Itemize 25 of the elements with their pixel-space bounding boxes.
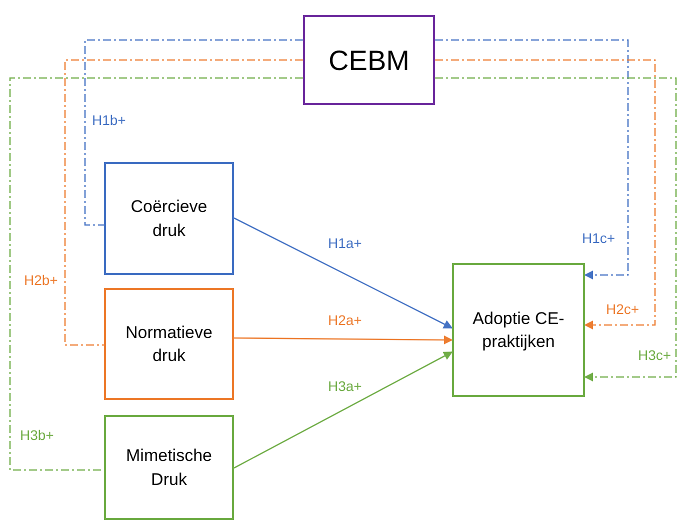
concept-box bbox=[303, 15, 435, 105]
connector-arrow bbox=[234, 335, 453, 344]
connector-arrow bbox=[435, 39, 629, 280]
edge-label: H2b+ bbox=[22, 273, 60, 287]
edge-label: H1b+ bbox=[90, 113, 128, 127]
connector-arrow bbox=[435, 59, 656, 330]
edge-label: H1c+ bbox=[580, 231, 618, 245]
edge-label: H2a+ bbox=[326, 313, 364, 327]
edge-label: H3b+ bbox=[18, 428, 56, 442]
box-label: Normatieve druk bbox=[124, 322, 214, 367]
connector-arrow bbox=[234, 351, 453, 469]
edge-label: H3c+ bbox=[636, 348, 674, 362]
concept-box bbox=[104, 162, 234, 275]
edge-label: H3a+ bbox=[326, 379, 364, 393]
edge-label: H1a+ bbox=[326, 236, 364, 250]
concept-box bbox=[452, 263, 585, 397]
concept-box bbox=[104, 288, 234, 400]
connector-arrow bbox=[435, 77, 677, 382]
box-label: Mimetische Druk bbox=[125, 445, 213, 490]
concept-box bbox=[104, 415, 234, 520]
box-label: Coërcieve druk bbox=[130, 196, 208, 242]
connector-arrow bbox=[234, 217, 453, 329]
box-label: Adoptie CE-praktijken bbox=[472, 308, 566, 353]
edge-label: H2c+ bbox=[604, 302, 642, 316]
box-label: CEBM bbox=[328, 44, 410, 78]
